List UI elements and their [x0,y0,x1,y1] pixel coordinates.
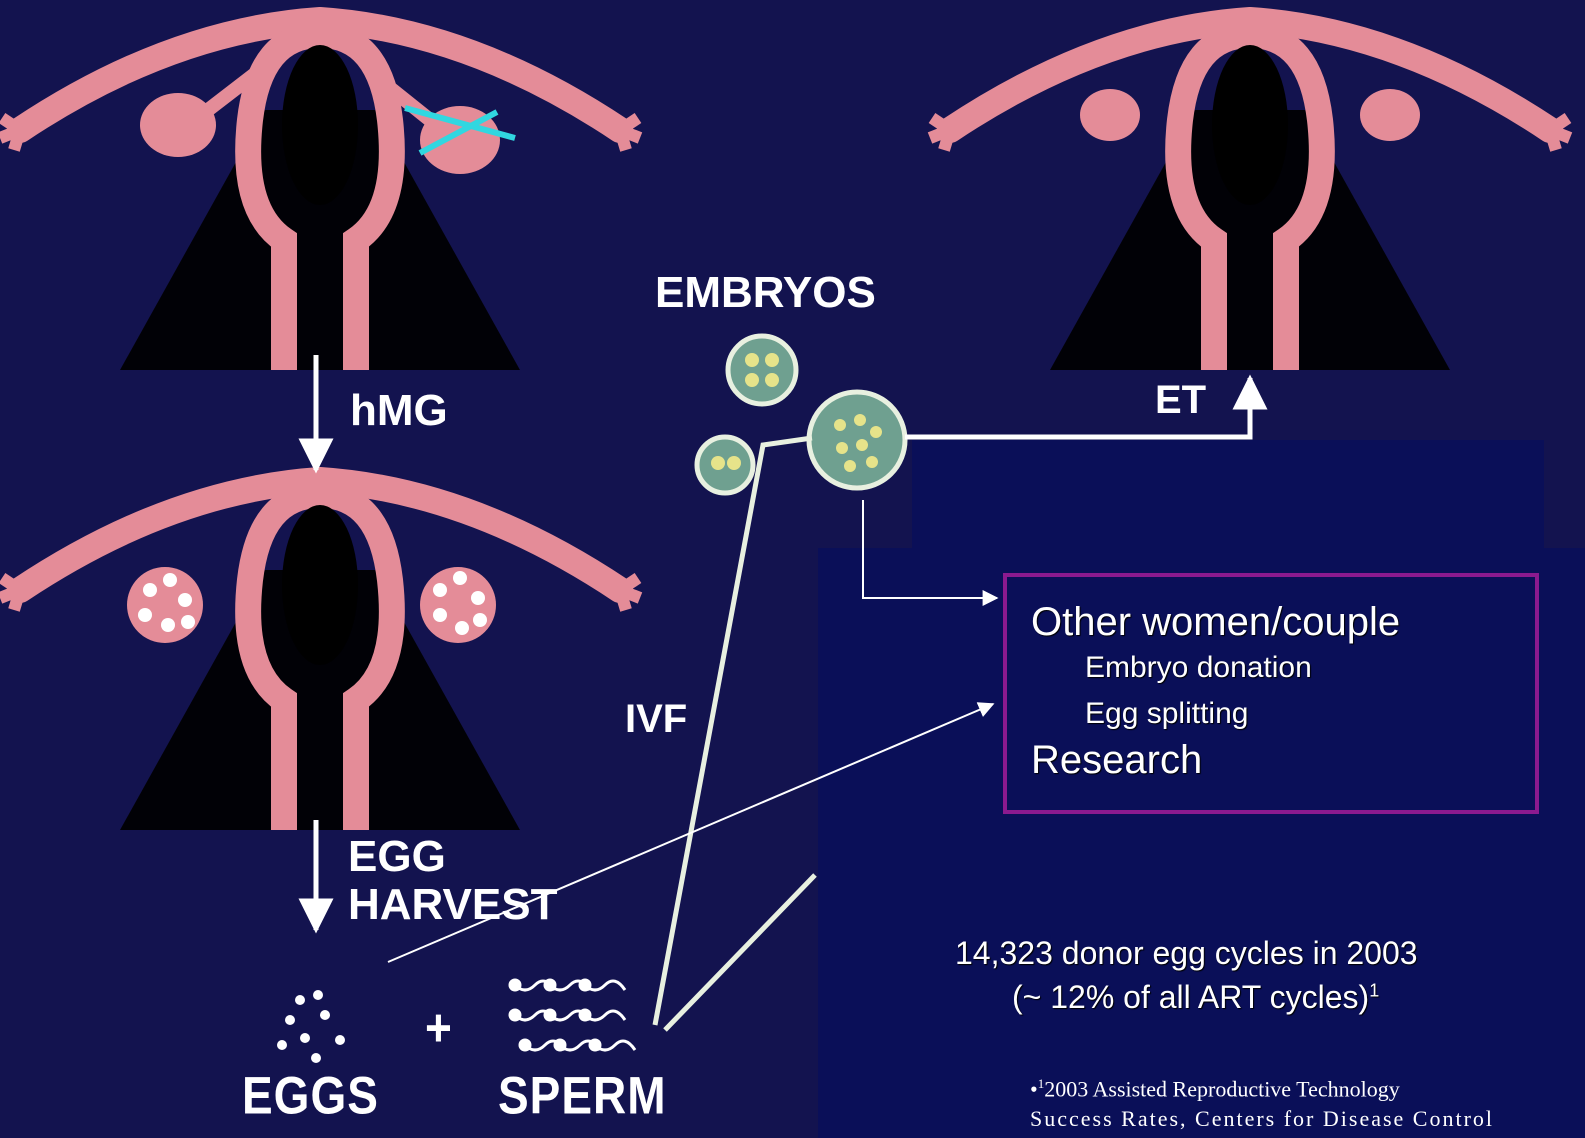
egg-harvest-label: HARVEST [348,880,557,930]
ivf-label: IVF [625,697,687,742]
footnote: •12003 Assisted Reproductive Technology [1030,1076,1400,1102]
embryo-fate-box: Other women/couple Embryo donation Egg s… [1003,573,1539,814]
art-share-text: (~ 12% of all ART cycles) [1012,979,1369,1015]
egg-harvest-label: EGG [348,832,446,882]
plus-label: + [425,996,453,1058]
footnote-line2: Success Rates, Centers for Disease Contr… [1030,1106,1494,1132]
other-women-title: Other women/couple [1031,599,1535,645]
egg-splitting-item: Egg splitting [1031,691,1535,737]
sperm-label: SPERM [498,1064,667,1126]
embryos-label: EMBRYOS [655,268,876,318]
research-item: Research [1031,737,1535,783]
eggs-label: EGGS [242,1064,379,1126]
hmg-label: hMG [350,386,448,436]
art-share-sup: 1 [1369,980,1379,1000]
footnote-bullet: • [1030,1076,1038,1101]
donor-cycles-text: 14,323 donor egg cycles in 2003 [955,935,1418,971]
footnote-text: 2003 Assisted Reproductive Technology [1044,1076,1400,1101]
embryo-donation-item: Embryo donation [1031,645,1535,691]
donor-cycles-stat: 14,323 donor egg cycles in 2003 [955,935,1418,972]
art-share-stat: (~ 12% of all ART cycles)1 [1012,979,1379,1016]
et-label: ET [1155,378,1206,423]
